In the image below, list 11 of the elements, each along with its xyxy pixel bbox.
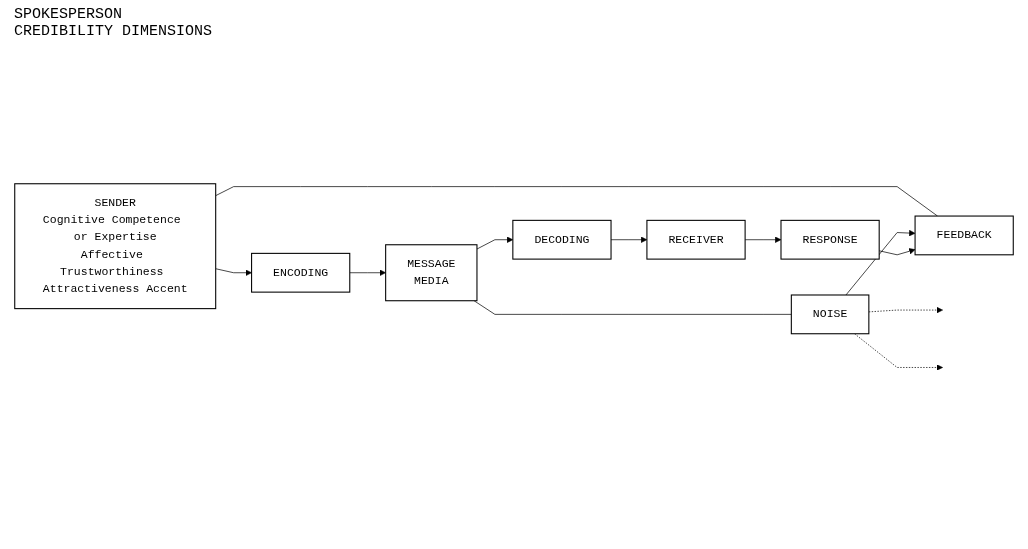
diagram-title: SPOKESPERSON CREDIBILITY DIMENSIONS [13,5,214,42]
node-box: ENCODING [251,252,351,293]
node-box: MESSAGE MEDIA [385,244,478,302]
node-box: RECEIVER [646,219,746,260]
node-box: RESPONSE [780,219,880,260]
connector [215,186,938,217]
node-box: NOISE [790,294,870,335]
connector [473,300,792,315]
node-box: FEEDBACK [914,215,1014,256]
node-box: SENDER Cognitive Competence or Expertise Affective Trustworthiness Attractiveness Accent [14,183,217,310]
node-box: DECODING [512,219,612,260]
